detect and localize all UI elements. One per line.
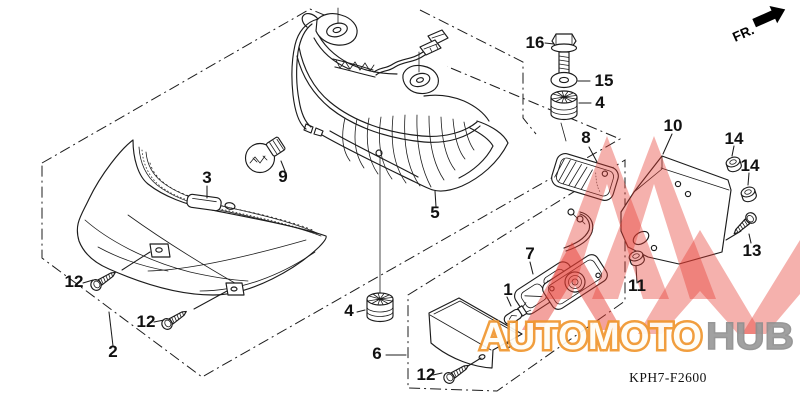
phantom-box-taillight xyxy=(41,8,622,378)
bracket-oval-hole xyxy=(632,230,650,246)
rubber-grommet-part4-upper xyxy=(550,90,578,121)
bracket-part10 xyxy=(620,155,732,265)
callout-6: 6 xyxy=(372,344,381,363)
left-mount-tab xyxy=(315,13,358,46)
lens-screw-boss xyxy=(225,282,245,296)
washer-part15 xyxy=(550,71,578,89)
callout-7: 7 xyxy=(525,244,534,263)
lens-screw-boss xyxy=(149,243,171,258)
callout-16: 16 xyxy=(526,33,545,52)
fr-direction-marker: FR. xyxy=(730,5,786,45)
license-light-wire xyxy=(563,208,594,252)
watermark-triangles xyxy=(522,136,800,334)
callout-13: 13 xyxy=(743,241,762,260)
callout-5: 5 xyxy=(430,203,439,222)
callout-4a: 4 xyxy=(595,93,605,112)
ribbed-lens-texture xyxy=(342,114,475,188)
bulb-glass xyxy=(244,142,276,174)
reflector-part8 xyxy=(551,153,619,201)
callout-15: 15 xyxy=(595,71,614,90)
bulb-part9 xyxy=(244,136,286,174)
diagram-code: KPH7-F2600 xyxy=(629,370,707,385)
nut-part14-b xyxy=(740,186,757,203)
watermark-brand: AUTOMOTO HUB xyxy=(478,314,795,361)
taillight-lens-part2 xyxy=(76,139,327,296)
screw-part12-b xyxy=(159,306,190,332)
leader-lines xyxy=(82,42,752,376)
lens-tab-part3 xyxy=(186,193,222,212)
callout-1: 1 xyxy=(503,280,512,299)
screw-part12-c xyxy=(441,360,472,386)
wire-wrap xyxy=(335,59,375,72)
watermark-brand-left: AUTOMOTO xyxy=(480,316,702,358)
callout-11: 11 xyxy=(628,276,646,295)
harness-wire xyxy=(373,51,424,73)
housing-wing xyxy=(432,120,509,192)
callout-14a: 14 xyxy=(725,129,744,148)
right-mount-tab xyxy=(402,64,439,95)
fr-arrow-icon xyxy=(752,5,786,28)
bulb-base xyxy=(265,136,286,157)
screw-part13 xyxy=(729,209,759,239)
callout-12c: 12 xyxy=(417,365,436,384)
callout-12b: 12 xyxy=(137,312,156,331)
harness-connector xyxy=(419,39,442,56)
phantom-box-housing xyxy=(419,9,537,135)
nut-part11 xyxy=(628,250,645,267)
callout-8: 8 xyxy=(581,128,590,147)
callout-10: 10 xyxy=(664,116,683,135)
lens-outline xyxy=(76,139,327,296)
wedge-bulb-part1 xyxy=(503,302,532,325)
wire-terminal xyxy=(576,215,584,223)
wire-terminal xyxy=(567,208,575,216)
callout-9: 9 xyxy=(278,167,287,186)
callout-numbers: 16 15 4 10 8 14 14 13 11 1 7 6 12 5 4 9 … xyxy=(65,33,762,384)
license-light-socket-plate xyxy=(542,254,608,310)
right-mount-hole xyxy=(409,72,431,88)
callout-14b: 14 xyxy=(741,156,760,175)
left-mount-hole xyxy=(326,22,348,38)
flange-bolt-part16 xyxy=(550,33,578,77)
lens-flange-hatch xyxy=(141,149,320,236)
fr-label: FR. xyxy=(730,22,756,45)
mount-boss xyxy=(375,149,383,157)
rubber-grommet-part4-lower xyxy=(366,292,394,323)
taillight-housing-part5 xyxy=(291,7,509,192)
callout-4b: 4 xyxy=(344,301,354,320)
nut-part14-a xyxy=(725,156,742,173)
watermark-brand-right: HUB xyxy=(706,316,794,358)
callout-3: 3 xyxy=(202,168,211,187)
callout-12a: 12 xyxy=(65,272,84,291)
callout-2: 2 xyxy=(108,342,117,361)
